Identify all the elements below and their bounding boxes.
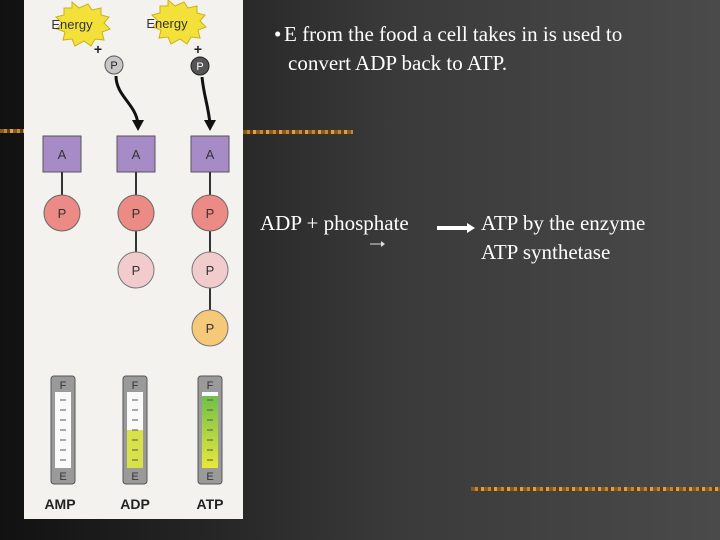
phosphate-adp-1: P: [132, 206, 141, 221]
divider-top: [243, 130, 353, 134]
svg-text:F: F: [207, 380, 214, 392]
phosphate-adp-2: P: [132, 263, 141, 278]
label-atp: ATP: [197, 496, 224, 512]
adenosine-atp: A: [206, 147, 215, 162]
battery-amp: F E: [50, 375, 76, 485]
adenosine-amp: A: [58, 147, 67, 162]
equation-right-line-1: ATP by the enzyme: [481, 211, 646, 235]
small-arrow-icon: [370, 241, 385, 247]
bullet-symbol: •: [274, 22, 282, 46]
divider-bottom: [471, 487, 720, 491]
svg-text:Energy: Energy: [146, 16, 188, 31]
atp-diagram: Energy Energy + + P P A P: [42, 0, 230, 512]
label-adp: ADP: [120, 496, 150, 512]
plus-sign-2: +: [194, 41, 202, 57]
svg-text:E: E: [206, 471, 213, 483]
energy-burst-left: Energy: [51, 0, 111, 47]
plus-sign-1: +: [94, 41, 102, 57]
equation-right: ATP by the enzyme ATP synthetase: [481, 209, 711, 267]
bullet-point: • E from the food a cell takes in is use…: [270, 20, 700, 78]
phosphate-amp-1: P: [58, 206, 67, 221]
battery-atp: F E: [197, 375, 223, 485]
bullet-line-1: E from the food a cell takes in is used …: [284, 22, 623, 46]
equation-left: ADP + phosphate: [260, 211, 409, 235]
phosphate-atp-2: P: [206, 263, 215, 278]
svg-text:E: E: [59, 471, 66, 483]
right-arrow-icon: [437, 223, 475, 233]
svg-text:Energy: Energy: [51, 17, 93, 32]
svg-text:E: E: [131, 471, 138, 483]
bullet-line-2: convert ADP back to ATP.: [288, 51, 508, 75]
equation-right-line-2: ATP synthetase: [481, 240, 611, 264]
svg-text:F: F: [132, 380, 139, 392]
free-phosphate-1: P: [110, 60, 117, 72]
svg-text:F: F: [60, 380, 67, 392]
free-phosphate-2: P: [196, 61, 203, 73]
label-amp: AMP: [44, 496, 75, 512]
atp-figure: Energy Energy + + P P A P: [24, 0, 243, 519]
divider-left: [0, 129, 24, 133]
adenosine-adp: A: [132, 147, 141, 162]
battery-adp: F E: [122, 375, 148, 485]
phosphate-atp-1: P: [206, 206, 215, 221]
energy-burst-right: Energy: [146, 0, 207, 45]
phosphate-atp-3: P: [206, 321, 215, 336]
